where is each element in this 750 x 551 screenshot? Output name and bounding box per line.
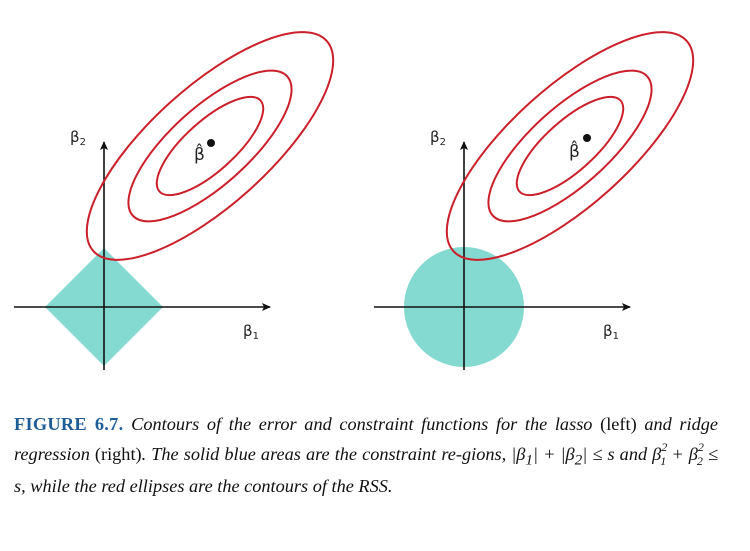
figure-number: FIGURE 6.7. [14,414,124,434]
ridge-contour-middle [487,69,653,223]
figure-caption: FIGURE 6.7. Contours of the error and co… [14,412,718,499]
ridge-estimate-label: β̂ [569,139,580,162]
lasso-rss-contours [85,31,335,261]
ridge-estimate-point [583,134,591,142]
ridge-panel: β̂ β2 β1 [374,31,695,370]
ridge-rss-contours [445,31,695,261]
ridge-contour-outer [445,31,695,261]
ridge-y-axis-label: β2 [430,128,446,148]
ridge-x-axis-label: β1 [603,322,619,342]
lasso-panel: β̂ β2 β1 [14,31,335,370]
lasso-y-axis-label: β2 [70,128,86,148]
lasso-x-axis-label: β1 [243,322,259,342]
lasso-contour-middle [127,69,293,223]
lasso-contour-outer [85,31,335,261]
lasso-estimate-label: β̂ [194,142,205,165]
caption-text: Contours of the error and constraint fun… [14,414,718,496]
lasso-estimate-point [207,139,215,147]
lasso-contour-inner [155,95,265,197]
figure-illustration: β̂ β2 β1 β̂ β2 β1 [14,31,695,370]
ridge-contour-inner [515,95,625,197]
